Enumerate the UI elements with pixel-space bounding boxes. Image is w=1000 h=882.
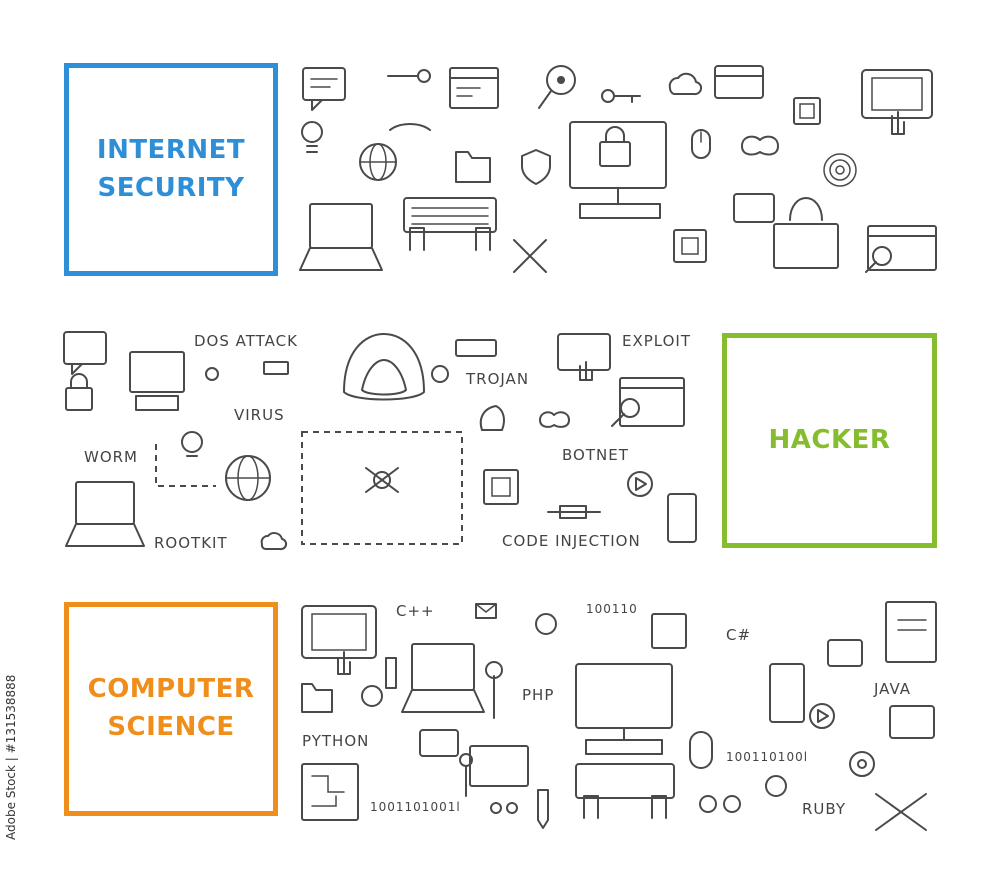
cloud-icon bbox=[668, 72, 703, 96]
wallet-icon bbox=[733, 193, 775, 223]
locked-monitor-icon bbox=[569, 121, 667, 219]
wrench-icon bbox=[485, 661, 503, 719]
mouse-line-icon bbox=[389, 123, 431, 131]
internet-security-banner: INTERNET SECURITY bbox=[64, 63, 278, 276]
laptop-icon bbox=[299, 203, 383, 271]
label-binary-right: 100110100l bbox=[726, 750, 809, 764]
computer-science-banner: COMPUTER SCIENCE bbox=[64, 602, 278, 816]
lightbulb-icon bbox=[431, 365, 449, 383]
smartphone-icon bbox=[667, 493, 697, 543]
lightbulb-icon bbox=[181, 431, 203, 457]
stock-watermark: Adobe Stock | #131538888 bbox=[4, 674, 18, 840]
credit-card-icon bbox=[714, 65, 764, 99]
chat-bubble-icon bbox=[419, 729, 459, 757]
chat-bubble-icon bbox=[63, 331, 107, 375]
label-code-injection: CODE INJECTION bbox=[502, 532, 641, 550]
lightbulb-icon bbox=[765, 775, 787, 797]
lightbulb-icon bbox=[301, 121, 323, 153]
tablet-touch-icon bbox=[301, 605, 377, 675]
label-botnet: BOTNET bbox=[562, 446, 629, 464]
bug-icon bbox=[205, 367, 219, 381]
circuit-board-icon bbox=[301, 763, 359, 821]
book-icon bbox=[885, 601, 937, 663]
folder-icon bbox=[301, 683, 333, 713]
label-worm: WORM bbox=[84, 448, 139, 466]
chip-icon bbox=[483, 469, 519, 505]
gear-icon bbox=[849, 751, 875, 777]
trojan-horse-icon bbox=[479, 405, 505, 431]
label-ruby: RUBY bbox=[802, 800, 847, 818]
label-trojan: TROJAN bbox=[466, 370, 530, 388]
gear-icon bbox=[699, 795, 741, 813]
envelope-icon bbox=[475, 603, 497, 619]
money-icon bbox=[263, 361, 289, 375]
chip-icon bbox=[793, 97, 821, 125]
syringe-icon bbox=[547, 505, 601, 519]
keyboard-hands-icon bbox=[403, 197, 497, 251]
padlock-icon bbox=[65, 373, 93, 411]
lightbulb-icon bbox=[361, 685, 383, 707]
label-java: JAVA bbox=[874, 680, 912, 698]
chat-bubble-icon bbox=[302, 67, 346, 111]
play-button-icon bbox=[627, 471, 653, 497]
bug-search-icon bbox=[538, 65, 576, 109]
pencil-icon bbox=[385, 657, 397, 689]
label-rootkit: ROOTKIT bbox=[154, 534, 228, 552]
brain-icon bbox=[741, 135, 779, 156]
pencil-icon bbox=[537, 789, 549, 829]
label-binary-bottom: 1001101001l bbox=[370, 800, 461, 814]
tools-icon bbox=[875, 793, 927, 831]
shield-icon bbox=[521, 149, 551, 185]
fingerprint-icon bbox=[823, 153, 857, 187]
hooded-hacker-laptop-icon bbox=[301, 333, 463, 545]
keyboard-hands-icon bbox=[575, 763, 675, 819]
key-icon bbox=[601, 89, 641, 103]
laptop-icon bbox=[65, 481, 145, 547]
tablet-touch-icon bbox=[861, 69, 933, 135]
label-virus: VIRUS bbox=[234, 406, 285, 424]
teacher-board-icon bbox=[459, 745, 529, 797]
browser-search-icon bbox=[611, 377, 685, 427]
globe-icon bbox=[225, 455, 271, 501]
label-binary-top: 100110 bbox=[586, 602, 638, 616]
hacker-laptop-icon bbox=[773, 197, 839, 269]
chip-icon bbox=[673, 229, 707, 263]
label-csharp: C# bbox=[726, 626, 752, 644]
brain-icon bbox=[539, 411, 570, 428]
hacker-banner: HACKER bbox=[722, 333, 937, 548]
label-exploit: EXPLOIT bbox=[622, 332, 692, 350]
chat-bubble-icon bbox=[827, 639, 863, 667]
usb-icon bbox=[455, 339, 497, 357]
play-button-icon bbox=[809, 703, 835, 729]
chip-icon bbox=[651, 613, 687, 649]
hacker-title: HACKER bbox=[768, 424, 891, 455]
globe-icon bbox=[359, 143, 397, 181]
internet-security-line2: SECURITY bbox=[97, 172, 245, 203]
worm-path-icon bbox=[155, 444, 216, 487]
wrench-icon bbox=[387, 69, 431, 83]
computer-mouse-icon bbox=[689, 731, 713, 769]
browser-code-icon bbox=[449, 67, 499, 109]
folder-icon bbox=[455, 151, 491, 183]
computer-mouse-icon bbox=[691, 129, 711, 159]
tablet-touch-icon bbox=[557, 333, 611, 381]
internet-security-line1: INTERNET bbox=[96, 134, 246, 165]
chat-bubble-icon bbox=[889, 705, 935, 739]
group-icon bbox=[490, 802, 518, 814]
label-php: PHP bbox=[522, 686, 555, 704]
lightbulb-icon bbox=[535, 613, 557, 635]
monitor-icon bbox=[129, 351, 185, 411]
browser-search-icon bbox=[865, 225, 937, 273]
smartphone-icon bbox=[769, 663, 805, 723]
tools-icon bbox=[513, 239, 547, 273]
cloud-icon bbox=[260, 532, 288, 551]
label-cpp: C++ bbox=[396, 602, 435, 620]
computer-science-line1: COMPUTER bbox=[87, 674, 255, 705]
computer-science-line2: SCIENCE bbox=[107, 712, 235, 742]
monitor-icon bbox=[575, 663, 673, 755]
laptop-icon bbox=[401, 643, 485, 713]
label-dos-attack: DOS ATTACK bbox=[194, 332, 298, 350]
label-python: PYTHON bbox=[302, 732, 370, 750]
